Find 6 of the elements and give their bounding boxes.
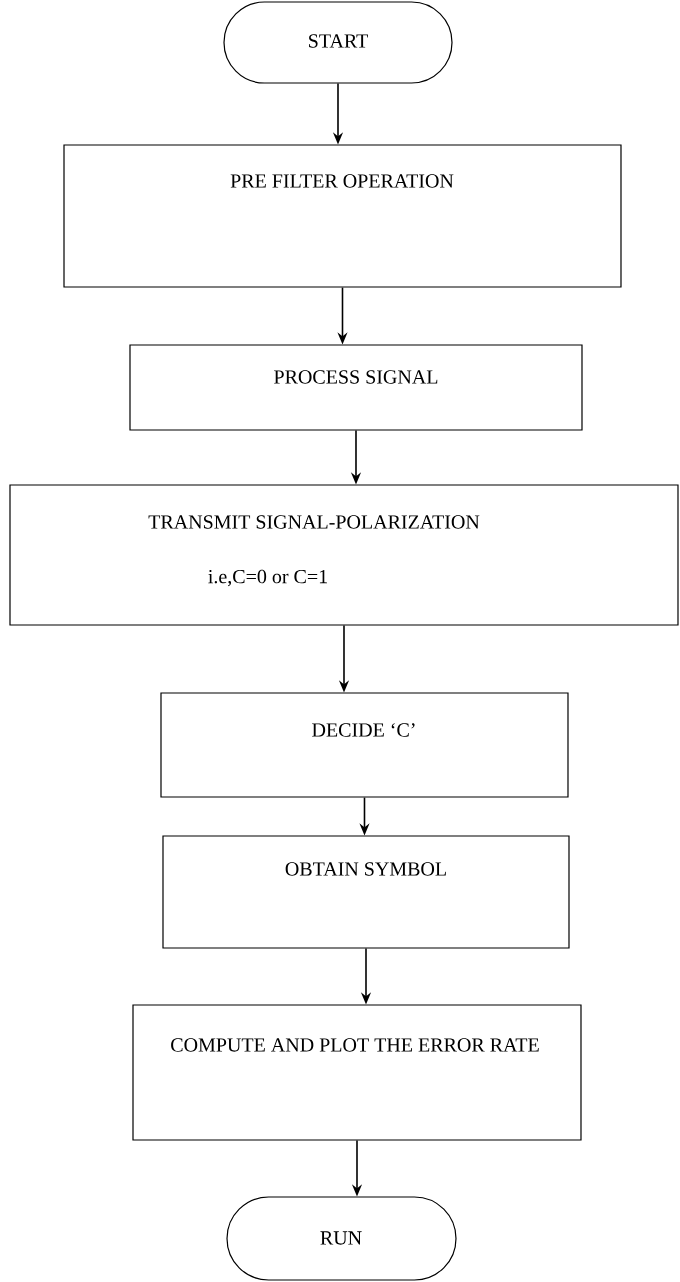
process-box: OBTAIN SYMBOL (162, 835, 570, 949)
process-box: COMPUTE AND PLOT THE ERROR RATE (132, 1004, 582, 1141)
process-box: TRANSMIT SIGNAL-POLARIZATION i.e,C=0 or C=1 (9, 484, 679, 626)
process-box: DECIDE ‘C’ (160, 692, 569, 798)
process-box: PRE FILTER OPERATION (63, 144, 622, 288)
process-box: PROCESS SIGNAL (129, 344, 583, 431)
